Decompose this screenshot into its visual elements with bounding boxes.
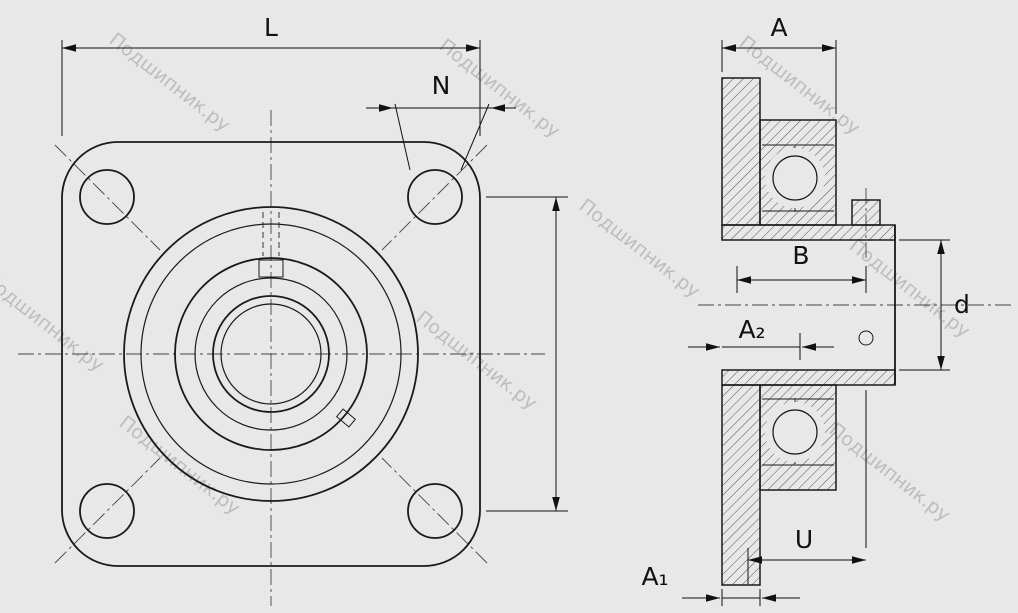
- locking-notch: [335, 408, 357, 428]
- corner-centerline: [381, 144, 488, 251]
- bolt-hole: [79, 483, 135, 539]
- dim-U: U: [747, 390, 867, 584]
- watermark-text: Подшипник.ру: [0, 269, 108, 377]
- front-view: L N: [18, 13, 568, 606]
- watermark-text: Подшипник.ру: [105, 29, 234, 137]
- bearing-outer-circle: [174, 257, 368, 451]
- bore-circle: [212, 295, 330, 413]
- watermark-text: Подшипник.ру: [435, 35, 564, 143]
- dim-d: d: [899, 239, 970, 371]
- flange-section-top: [721, 77, 761, 226]
- dim-label-A1: A₁: [641, 562, 668, 591]
- set-screw-front: [258, 212, 284, 278]
- watermark-text: Подшипник.ру: [825, 419, 954, 527]
- dim-label-d: d: [954, 290, 970, 319]
- watermark-text: Подшипник.ру: [115, 412, 244, 520]
- bolt-holes: [79, 169, 463, 539]
- bearing-cavity-top: [765, 148, 825, 208]
- dim-A2: A₂: [688, 315, 834, 360]
- housing-step-circle: [140, 223, 402, 485]
- dim-label-U: U: [795, 525, 813, 554]
- dim-A1: A₁: [641, 562, 800, 606]
- dim-label-B: B: [792, 241, 809, 270]
- notch: [335, 408, 357, 428]
- bolt-hole: [407, 169, 463, 225]
- bolt-hole: [407, 483, 463, 539]
- bearing-cavity-bottom: [765, 402, 825, 462]
- sleeve-section-bottom: [721, 369, 896, 386]
- flange-outline: [61, 141, 481, 567]
- bearing-ball-bottom: [772, 409, 818, 455]
- set-screw-section: [851, 199, 881, 226]
- dim-bolt-spacing: [486, 196, 568, 512]
- dim-label-A: A: [770, 13, 787, 42]
- extension-line: [394, 103, 411, 171]
- housing-boss-circle: [123, 206, 419, 502]
- corner-centerline: [381, 457, 488, 564]
- set-screw: [258, 259, 284, 278]
- dim-label-A2: A₂: [738, 315, 765, 344]
- set-screw-hole: [858, 330, 874, 346]
- watermark-text: Подшипник.ру: [845, 235, 974, 343]
- dim-L: L: [61, 13, 481, 136]
- centerlines-front: [18, 110, 545, 606]
- bearing-ball-top: [772, 155, 818, 201]
- watermark-text: Подшипник.ру: [412, 307, 541, 415]
- inner-ring-circle: [194, 277, 348, 431]
- bolt-hole: [79, 169, 135, 225]
- corner-centerline: [54, 144, 161, 251]
- sleeve-section-top: [721, 224, 896, 241]
- extension-line: [460, 103, 490, 171]
- dim-B: B: [736, 241, 867, 293]
- side-view: A B A₂ d U: [641, 13, 1012, 606]
- flange-section-bottom: [721, 384, 761, 586]
- bore-circles: [123, 206, 419, 502]
- watermark-text: Подшипник.ру: [575, 195, 704, 303]
- dim-label-N: N: [432, 71, 451, 100]
- dim-N: N: [366, 71, 516, 171]
- shaft-bore-circle: [220, 303, 322, 405]
- corner-centerline: [54, 457, 161, 564]
- dim-A: A: [721, 13, 837, 114]
- dim-label-L: L: [264, 13, 278, 42]
